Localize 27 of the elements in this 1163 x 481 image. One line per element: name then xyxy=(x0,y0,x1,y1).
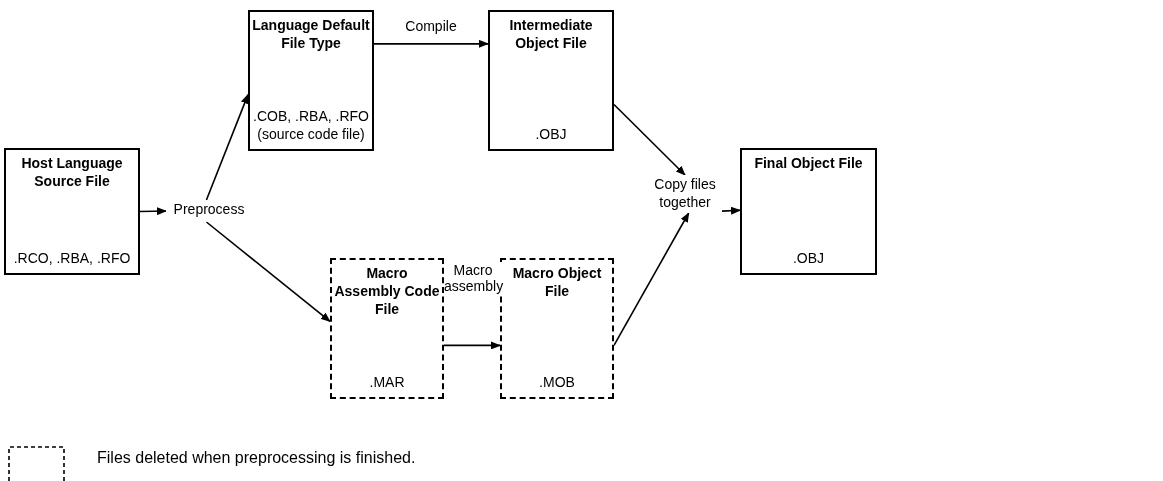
legend-text: Files deleted when preprocessing is finished. xyxy=(97,448,416,467)
file-extensions: .RCO, .RBA, .RFO xyxy=(12,249,132,267)
temporary-file-box xyxy=(330,258,444,399)
arrow xyxy=(139,207,167,216)
box-title: Host Language Source File xyxy=(20,154,124,190)
box-title: Final Object File xyxy=(753,154,864,172)
arrow xyxy=(205,93,249,201)
arrow xyxy=(443,341,501,350)
edge-label: Macro assembly xyxy=(444,262,502,294)
arrow xyxy=(613,103,686,176)
file-extensions: .OBJ xyxy=(791,249,826,267)
file-extensions: .MAR xyxy=(368,373,406,391)
arrow xyxy=(373,39,489,48)
file-extensions: .COB, .RBA, .RFO (source code file) xyxy=(252,107,370,143)
file-box xyxy=(488,10,614,151)
file-box xyxy=(248,10,374,151)
box-title: Language Default File Type xyxy=(252,16,370,52)
file-box xyxy=(4,148,140,275)
box-title: Macro Object File xyxy=(511,264,603,300)
file-extensions: .OBJ xyxy=(534,125,568,143)
file-extensions: .MOB xyxy=(538,373,576,391)
file-box xyxy=(740,148,877,275)
arrow xyxy=(721,206,741,215)
box-title: Macro Assembly Code File xyxy=(334,264,440,318)
arrow xyxy=(205,221,331,323)
arrow xyxy=(613,212,690,347)
box-title: Intermediate Object File xyxy=(508,16,594,52)
